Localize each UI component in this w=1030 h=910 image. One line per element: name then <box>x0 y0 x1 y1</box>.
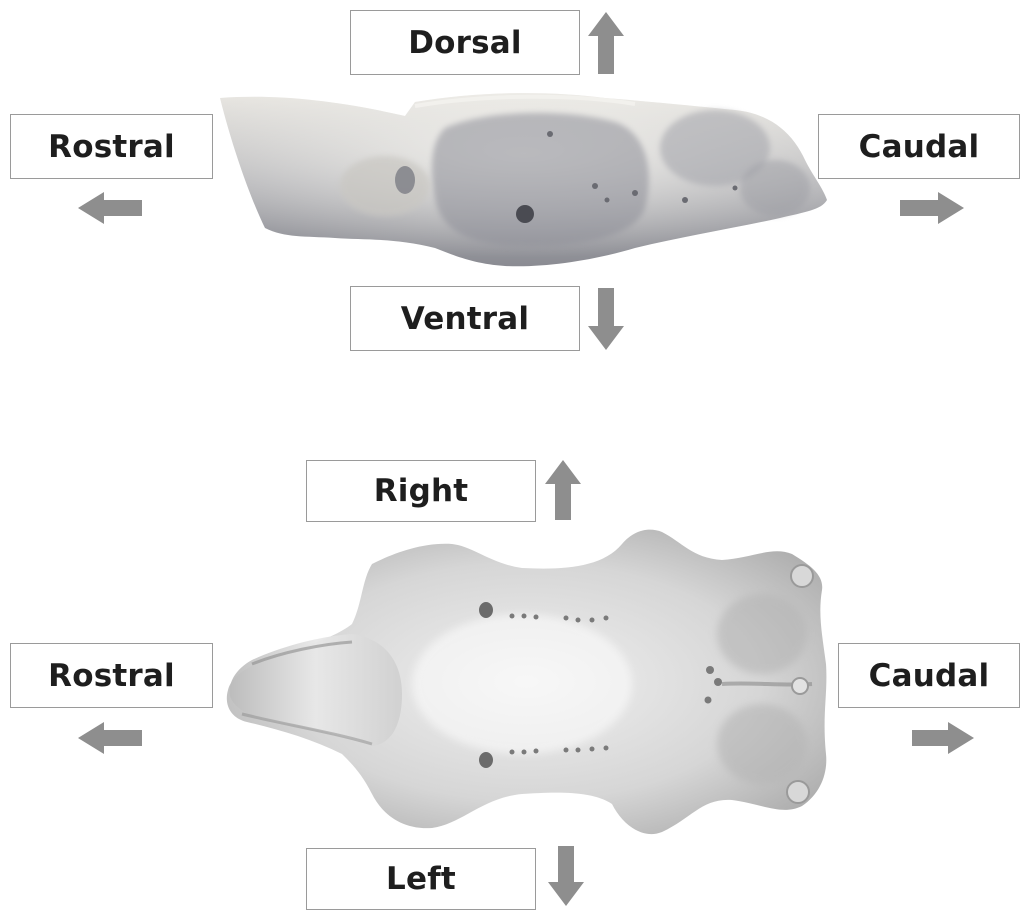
caudal-label-bottom: Caudal <box>838 643 1020 708</box>
arrow-left-icon <box>78 192 142 224</box>
rostral-label-bottom: Rostral <box>10 643 213 708</box>
left-label: Left <box>306 848 536 910</box>
dorsal-label: Dorsal <box>350 10 580 75</box>
arrow-right-icon <box>900 192 964 224</box>
arrow-up-icon <box>588 12 624 74</box>
arrow-down-icon <box>588 288 624 350</box>
arrow-up-icon <box>545 460 581 520</box>
right-label: Right <box>306 460 536 522</box>
arrow-right-icon <box>912 722 974 754</box>
ventral-label: Ventral <box>350 286 580 351</box>
lateral-endocast-image <box>215 88 835 278</box>
arrow-left-icon <box>78 722 142 754</box>
caudal-label-top: Caudal <box>818 114 1020 179</box>
rostral-label-top: Rostral <box>10 114 213 179</box>
ventral-endocast-image <box>222 524 832 844</box>
arrow-down-icon <box>548 846 584 906</box>
